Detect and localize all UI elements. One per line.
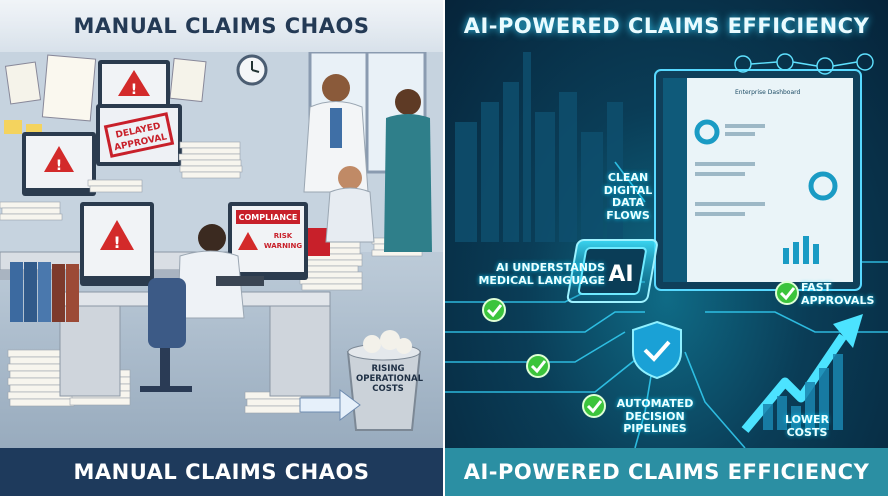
worker-figure-back bbox=[325, 166, 375, 243]
rising-costs-label: RISING OPERATIONAL COSTS bbox=[356, 364, 424, 394]
trash-can-icon bbox=[346, 330, 422, 431]
ai-chip-icon: AI bbox=[566, 239, 658, 303]
clean-data-label: CLEAN DIGITAL DATA FLOWS bbox=[603, 171, 653, 222]
check-badge-3 bbox=[582, 394, 606, 418]
ai-chip-label: AI bbox=[608, 262, 633, 287]
ai-understands-label: AI UNDERSTANDS MEDICAL LANGUAGE bbox=[478, 261, 605, 287]
warning-monitor-1: ! bbox=[98, 60, 170, 112]
worker-figure-front bbox=[177, 224, 264, 319]
warning-label: WARNING bbox=[264, 242, 303, 250]
ai-claims-panel: AI-POWERED CLAIMS EFFICIENCY bbox=[445, 0, 888, 496]
lower-costs-label: LOWER COSTS bbox=[784, 413, 830, 439]
manual-bottom-title: MANUAL CLAIMS CHAOS bbox=[0, 448, 443, 496]
compliance-label: COMPLIANCE bbox=[239, 213, 298, 222]
clock-icon bbox=[236, 54, 268, 86]
medical-network-icons bbox=[734, 53, 874, 75]
svg-text:!: ! bbox=[113, 233, 120, 252]
nurse-figure bbox=[384, 89, 432, 252]
manual-office-illustration: ! DELAYED APPROVAL ! bbox=[0, 52, 443, 431]
warning-monitor-3: ! bbox=[80, 202, 154, 286]
manual-panel-title: MANUAL CLAIMS CHAOS bbox=[0, 0, 443, 52]
manual-claims-panel: MANUAL CLAIMS CHAOS ! bbox=[0, 0, 443, 496]
check-badge-4 bbox=[775, 281, 799, 305]
ai-panel-title: AI-POWERED CLAIMS EFFICIENCY bbox=[463, 14, 870, 38]
dashboard-title: Enterprise Dashboard bbox=[735, 89, 801, 96]
risk-label: RISK bbox=[274, 232, 293, 240]
arrow-right-icon bbox=[299, 389, 361, 421]
trend-up-arrow-icon bbox=[741, 314, 863, 433]
ai-efficiency-illustration: Enterprise Dashboard AI bbox=[445, 52, 888, 448]
enterprise-dashboard bbox=[654, 69, 862, 291]
check-badge-1 bbox=[482, 298, 506, 322]
compliance-risk-monitor: COMPLIANCE RISK WARNING bbox=[228, 202, 308, 280]
svg-text:!: ! bbox=[131, 82, 137, 98]
svg-text:!: ! bbox=[56, 158, 62, 174]
panel-divider bbox=[443, 0, 445, 496]
binders bbox=[10, 262, 79, 322]
office-chair bbox=[140, 278, 192, 392]
automated-label: AUTOMATED DECISION PIPELINES bbox=[616, 397, 694, 436]
check-badge-2 bbox=[526, 354, 550, 378]
delayed-approval-monitor: DELAYED APPROVAL bbox=[96, 104, 182, 166]
shield-check-icon bbox=[632, 320, 682, 380]
ai-bottom-title: AI-POWERED CLAIMS EFFICIENCY bbox=[445, 448, 888, 496]
warning-monitor-2: ! bbox=[22, 132, 96, 196]
city-skyline bbox=[455, 52, 623, 242]
fast-approvals-label: FAST APPROVALS bbox=[801, 281, 875, 307]
